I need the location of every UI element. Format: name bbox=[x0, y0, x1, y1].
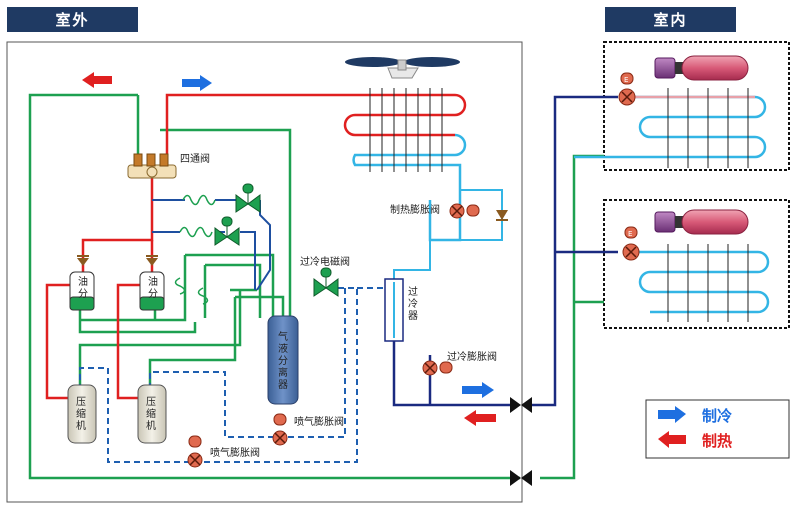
gas-liquid-separator-label: 气液分离器 bbox=[278, 330, 288, 391]
solenoid-valve-icon bbox=[214, 216, 240, 246]
service-valve-liquid-icon bbox=[510, 397, 532, 413]
compressor-2 bbox=[137, 384, 167, 444]
heat-arrow-icon bbox=[82, 72, 112, 88]
valve-branch-pipes bbox=[152, 199, 271, 291]
indoor-unit-2-frame bbox=[603, 199, 790, 329]
outdoor-coil bbox=[343, 88, 503, 280]
check-valve-icon bbox=[77, 255, 89, 266]
legend-heat-label: 制热 bbox=[702, 432, 732, 450]
capillary-coils bbox=[174, 194, 216, 305]
check-valve-icon bbox=[496, 210, 508, 221]
legend-heat-arrow-icon bbox=[658, 431, 686, 448]
injection-exv-1-label: 喷气膨胀阀 bbox=[294, 415, 344, 428]
injection-exv-2-icon bbox=[187, 435, 203, 468]
legend-cool-label: 制冷 bbox=[702, 407, 732, 425]
injection-exv-2-label: 喷气膨胀阀 bbox=[210, 446, 260, 459]
indoor-unit-1: E bbox=[574, 55, 767, 168]
subcool-solenoid-valve-icon bbox=[313, 267, 339, 297]
subcool-exv-icon bbox=[422, 360, 453, 376]
service-valve-gas-icon bbox=[510, 470, 532, 486]
cool-arrow-icon bbox=[462, 382, 494, 398]
legend-box bbox=[645, 399, 790, 459]
oil-separator-2-label: 油分 bbox=[148, 275, 158, 300]
four-way-valve bbox=[127, 153, 177, 179]
svg-text:E: E bbox=[624, 76, 628, 84]
heating-exv-label: 制热膨胀阀 bbox=[390, 203, 440, 216]
subcooler-label: 过冷器 bbox=[408, 285, 418, 322]
subcool-solenoid-label: 过冷电磁阀 bbox=[300, 255, 350, 268]
oil-separator-1-label: 油分 bbox=[78, 275, 88, 300]
cool-arrow-icon bbox=[182, 75, 212, 91]
solenoid-valve-icon bbox=[235, 183, 261, 213]
indoor-unit-1-frame bbox=[603, 41, 790, 171]
compressor-1-label: 压缩机 bbox=[76, 396, 86, 432]
outdoor-fan-icon bbox=[345, 57, 460, 79]
legend-cool-arrow-icon bbox=[658, 406, 686, 423]
gas-liquid-separator bbox=[267, 315, 299, 405]
indoor-unit-2: E bbox=[622, 209, 770, 322]
oil-separator-1 bbox=[69, 271, 95, 311]
outdoor-header: 室外 bbox=[7, 7, 138, 32]
injection-exv-1-icon bbox=[272, 413, 288, 446]
compressor-2-label: 压缩机 bbox=[146, 396, 156, 432]
heat-arrow-icon bbox=[464, 410, 496, 426]
four-way-valve-label: 四通阀 bbox=[180, 152, 210, 165]
heating-exv-icon bbox=[449, 203, 480, 219]
injection-pipes bbox=[79, 287, 385, 463]
subcool-exv-label: 过冷膨胀阀 bbox=[447, 350, 497, 363]
oil-separator-2 bbox=[139, 271, 165, 311]
outdoor-unit-frame bbox=[6, 41, 523, 503]
indoor-header: 室内 bbox=[605, 7, 736, 32]
check-valve-icon bbox=[146, 255, 158, 266]
compressor-1 bbox=[67, 384, 97, 444]
liquid-pipes bbox=[392, 95, 618, 407]
svg-text:E: E bbox=[628, 230, 632, 238]
